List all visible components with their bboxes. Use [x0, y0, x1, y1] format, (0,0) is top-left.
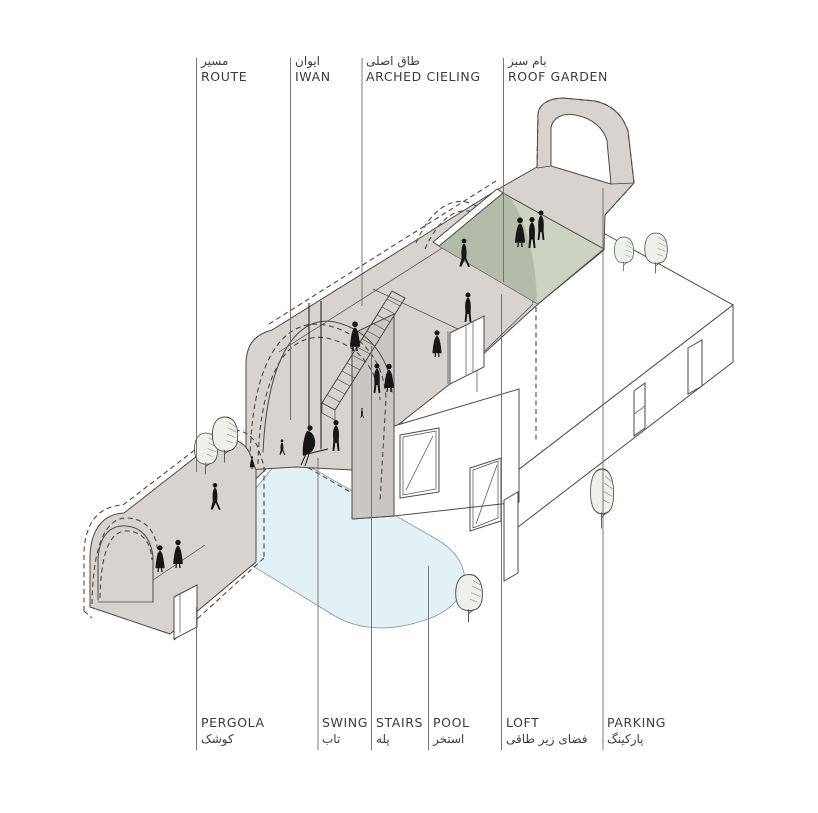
label-pool-fa: استخر: [433, 732, 465, 746]
stairs: [321, 290, 406, 421]
label-roof-garden: بام سبز ROOF GARDEN: [508, 53, 608, 85]
facade-window: [469, 457, 502, 532]
facade-window: [399, 427, 440, 499]
parking-door: [633, 339, 703, 437]
label-stairs-fa: پله: [376, 732, 390, 746]
label-roof-garden-fa: بام سبز: [508, 54, 547, 68]
label-swing-en: SWING: [322, 715, 369, 730]
label-iwan-fa: ایوان: [295, 54, 321, 68]
leader-lines: [196, 58, 604, 750]
label-pool: POOL استخر: [433, 715, 470, 747]
label-parking: PARKING پارکینگ: [607, 715, 666, 747]
label-loft-en: LOFT: [506, 715, 540, 730]
main-vault-house: [245, 97, 635, 520]
swing: [300, 301, 329, 467]
label-swing: SWING تاب: [322, 715, 368, 747]
label-arched-cieling: طاق اصلی ARCHED CIELING: [366, 53, 481, 85]
gateway-arch: [536, 97, 635, 216]
person-on-swing: [300, 425, 316, 467]
label-parking-en: PARKING: [607, 715, 667, 730]
label-iwan-en: IWAN: [295, 69, 331, 84]
house-facade: [393, 388, 520, 582]
label-roof-garden-en: ROOF GARDEN: [508, 69, 608, 84]
label-loft-fa: فضای زیر طاقی: [506, 732, 588, 746]
label-pergola-en: PERGOLA: [201, 715, 265, 730]
label-route: مسیر ROUTE: [201, 53, 247, 85]
label-route-en: ROUTE: [201, 69, 248, 84]
label-swing-fa: تاب: [322, 732, 341, 746]
label-iwan: ایوان IWAN: [295, 53, 331, 85]
label-parking-fa: پارکینگ: [607, 732, 644, 746]
label-route-fa: مسیر: [201, 54, 229, 68]
label-loft: LOFT فضای زیر طاقی: [506, 715, 588, 747]
label-pool-en: POOL: [433, 715, 470, 730]
label-arched-cieling-en: ARCHED CIELING: [366, 69, 481, 84]
label-pergola-fa: کوشک: [201, 732, 234, 746]
tree-icon: [455, 574, 483, 623]
label-arched-cieling-fa: طاق اصلی: [366, 54, 420, 68]
pergola: [83, 429, 265, 641]
roof-garden-plane: [432, 188, 605, 305]
tree-icon: [589, 468, 615, 529]
label-pergola: PERGOLA کوشک: [201, 715, 265, 747]
label-stairs: STAIRS پله: [376, 715, 423, 747]
label-stairs-en: STAIRS: [376, 715, 424, 730]
